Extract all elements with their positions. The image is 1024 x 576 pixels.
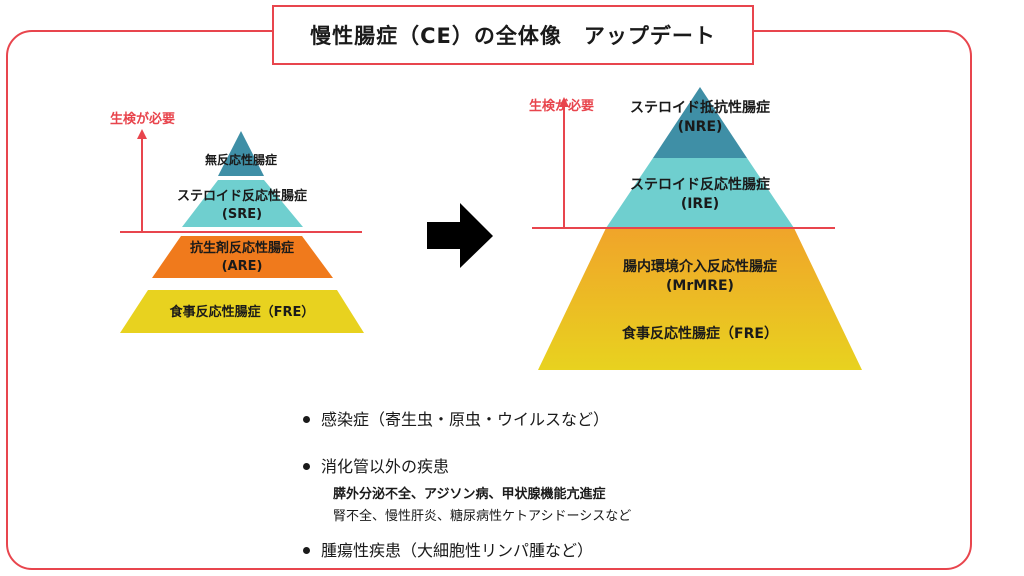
left-tier-top [218,131,264,176]
tier-name: 食事反応性腸症（FRE） [169,305,315,320]
tier-abbr: (SRE) [221,206,263,222]
left-tier-are [152,236,333,278]
list-item-infection: 感染症（寄生虫・原虫・ウイルスなど） [321,410,610,429]
left-biopsy-arrowhead [137,129,147,139]
tier-name: 食事反応性腸症（FRE） [622,326,778,342]
left-tier-fre [120,290,364,333]
list-subitem: 腎不全、慢性肝炎、糖尿病性ケトアシドーシスなど [333,509,632,524]
tier-name: ステロイド反応性腸症 [630,177,770,193]
tier-name: 抗生剤反応性腸症 [189,241,294,256]
bullet-icon [303,463,310,470]
list-item-neoplasia: 腫瘍性疾患（大細胞性リンパ腫など） [321,541,594,560]
right-tier-ire [606,158,794,228]
right-biopsy-label: 生検が必要 [529,99,595,114]
left-tier-label-sre: ステロイド反応性腸症 (SRE) [172,188,312,223]
right-tier-nre [653,87,747,158]
list-subitem-bold: 膵外分泌不全、アジソン病、甲状腺機能亢進症 [333,487,606,502]
bullet-icon [303,547,310,554]
tier-name: 腸内環境介入反応性腸症 [623,259,777,275]
tier-abbr: (NRE) [677,118,723,135]
page-title: 慢性腸症（CE）の全体像 アップデート [272,5,754,65]
list-item-non-gi: 消化管以外の疾患 [321,457,450,476]
tier-abbr: (ARE) [221,258,263,274]
tier-name: ステロイド抵抗性腸症 [630,100,770,116]
left-tier-label-fre: 食事反応性腸症（FRE） [152,304,332,322]
right-tier-lower [538,228,862,370]
tier-abbr: (IRE) [680,195,720,212]
bullet-icon [303,416,310,423]
left-biopsy-label: 生検が必要 [110,112,176,127]
left-tier-sre [182,180,303,227]
tier-name: 無反応性腸症 [204,153,277,167]
right-tier-label-nre: ステロイド抵抗性腸症 (NRE) [615,99,785,137]
right-tier-label-mrmre: 腸内環境介入反応性腸症 (MrMRE) [600,258,800,296]
left-tier-label-are: 抗生剤反応性腸症 (ARE) [172,240,312,275]
right-tier-label-fre: 食事反応性腸症（FRE） [600,325,800,344]
tier-name: ステロイド反応性腸症 [176,189,307,204]
right-biopsy-arrowhead [559,97,569,107]
left-tier-label-nonresponsive: 無反応性腸症 [191,152,291,168]
tier-abbr: (MrMRE) [666,277,734,294]
transition-arrow [427,203,493,268]
right-tier-label-ire: ステロイド反応性腸症 (IRE) [615,176,785,214]
